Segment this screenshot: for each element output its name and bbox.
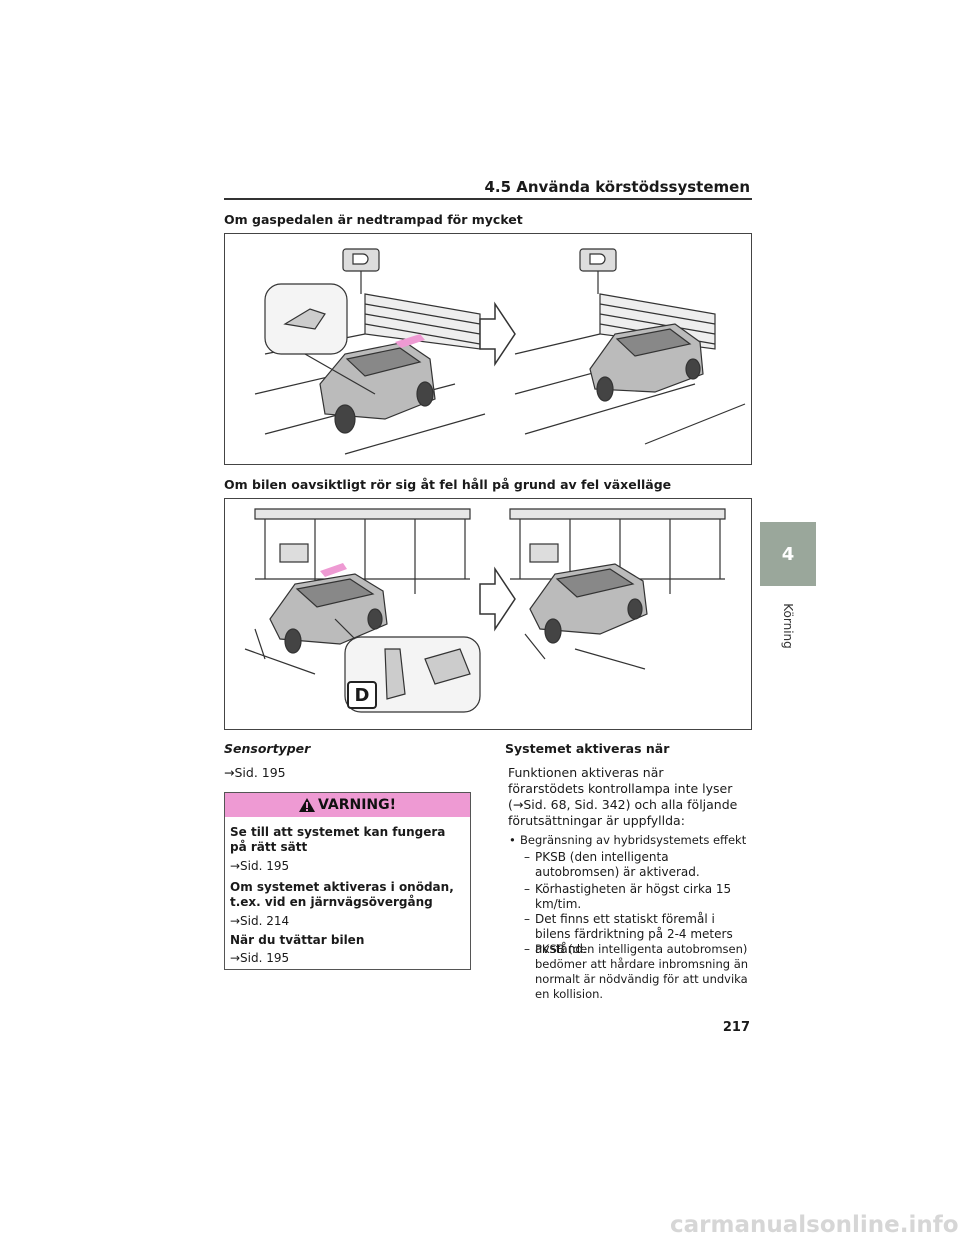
- header-rule: [224, 198, 752, 200]
- warning-item-heading: Se till att systemet kan fungera på rätt…: [230, 825, 446, 854]
- subheading-sensortyper: Sensortyper: [224, 741, 311, 756]
- dash-marker: –: [524, 912, 530, 926]
- section-heading-gear: Om bilen oavsiktligt rör sig åt fel håll…: [224, 477, 672, 492]
- dash-item: PKSB (den intelligenta autobromsen) bedö…: [535, 942, 749, 1001]
- chapter-tab[interactable]: 4: [760, 522, 816, 586]
- warning-triangle-icon: [298, 798, 315, 812]
- intro-paragraph: Funktionen aktiveras när förarstödets ko…: [508, 765, 738, 828]
- dash-marker: –: [524, 882, 530, 896]
- dash-item: Det finns ett statiskt föremål i bilens …: [535, 912, 733, 956]
- running-header: 4.5 Använda körstödssystemen: [484, 178, 750, 196]
- chapter-label-text: Körning: [781, 603, 795, 649]
- parking-illustration-1: [254, 248, 746, 455]
- figure-gear-illustration: D: [224, 498, 752, 730]
- ref-sensortyper[interactable]: →Sid. 195: [224, 765, 286, 780]
- warning-box: VARNING! Se till att systemet kan funger…: [224, 792, 471, 970]
- dash-marker: –: [524, 942, 530, 956]
- section-heading-accelerator: Om gaspedalen är nedtrampad för mycket: [224, 212, 523, 227]
- heading-systemet-aktiveras: Systemet aktiveras när: [505, 741, 670, 756]
- bullet-text: Begränsning av hybridsystemets effekt: [520, 833, 747, 847]
- warning-title: VARNING!: [317, 797, 397, 813]
- warning-item-ref[interactable]: →Sid. 195: [230, 859, 290, 873]
- warning-item-heading: När du tvättar bilen: [230, 933, 365, 947]
- chapter-number: 4: [781, 543, 795, 565]
- page-number: 217: [722, 1020, 750, 1035]
- dash-item: PKSB (den intelligenta autobromsen) är a…: [535, 850, 700, 879]
- chapter-label: Körning: [760, 596, 816, 656]
- warning-item-ref[interactable]: →Sid. 214: [230, 914, 290, 928]
- figure-accelerator-illustration: [224, 233, 752, 465]
- dash-item: Körhastigheten är högst cirka 15 km/tim.: [535, 882, 732, 911]
- warning-item-heading: Om systemet aktiveras i onödan, t.ex. vi…: [230, 880, 454, 909]
- watermark: carmanualsonline.info: [670, 1212, 959, 1238]
- gear-d-label: D: [347, 681, 377, 709]
- warning-item-ref[interactable]: →Sid. 195: [230, 951, 290, 965]
- dash-marker: –: [524, 850, 530, 864]
- parking-illustration-2: [244, 508, 726, 713]
- warning-header: VARNING!: [225, 793, 470, 817]
- bullet-dot: •: [509, 833, 516, 847]
